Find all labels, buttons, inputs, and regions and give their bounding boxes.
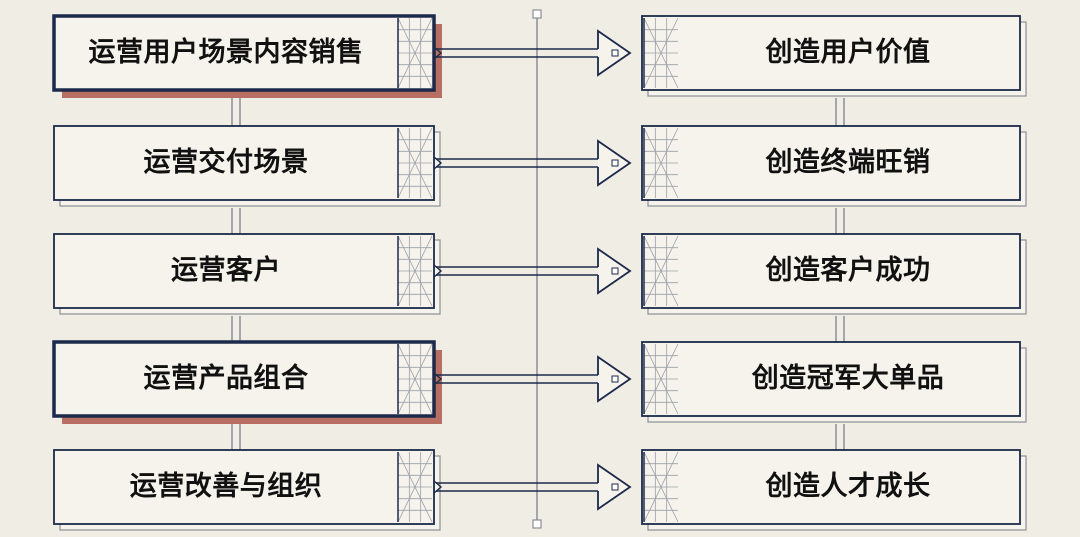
right-box-5-frame xyxy=(641,449,1021,525)
left-box-4-grid-panel-diag-b xyxy=(397,343,433,415)
left-box-1-label: 运营用户场景内容销售 xyxy=(88,37,364,68)
connector-arrow-1 xyxy=(433,29,632,77)
left-box-3-frame xyxy=(53,233,435,309)
left-box-3 xyxy=(53,233,441,315)
arrow-tail-chevron xyxy=(433,480,443,494)
left-box-5-grid-panel-diag-b xyxy=(397,451,433,523)
left-box-4 xyxy=(52,340,442,424)
left-box-5-frame xyxy=(53,449,435,525)
left-box-4-frame xyxy=(52,340,436,418)
arrow-tail-chevron xyxy=(433,46,443,60)
left-box-3-label: 运营客户 xyxy=(171,255,281,286)
connector-arrow-3 xyxy=(433,247,632,295)
left-box-4-label: 运营产品组合 xyxy=(143,363,309,394)
left-box-1 xyxy=(52,14,442,98)
left-box-1-grid-panel xyxy=(397,17,433,89)
right-box-3-grid-panel xyxy=(643,235,679,307)
right-box-5 xyxy=(641,449,1027,531)
right-box-5-label: 创造人才成长 xyxy=(765,471,931,502)
left-box-1-frame xyxy=(52,14,436,92)
right-box-1-grid-panel xyxy=(643,17,679,89)
left-box-5-label: 运营改善与组织 xyxy=(129,471,323,502)
connector-arrow-2 xyxy=(433,139,632,187)
arrow-node xyxy=(611,375,619,383)
left-box-5 xyxy=(53,449,441,531)
right-box-2-grid-panel-diag-b xyxy=(643,127,679,199)
right-box-2 xyxy=(641,125,1027,207)
right-box-1 xyxy=(641,15,1027,97)
right-box-5-grid-panel xyxy=(643,451,679,523)
arrow-tail-chevron xyxy=(433,156,443,170)
connector-arrow-5 xyxy=(433,463,632,511)
left-box-1-grid-panel-diag-b xyxy=(397,17,433,89)
right-box-3 xyxy=(641,233,1027,315)
left-box-3-grid-panel xyxy=(397,235,433,307)
arrow-node xyxy=(611,49,619,57)
right-box-4-grid-panel-diag-b xyxy=(643,343,679,415)
right-box-4-frame xyxy=(641,341,1021,417)
arrow-node xyxy=(611,267,619,275)
arrow-tail-chevron xyxy=(433,372,443,386)
right-box-2-label: 创造终端旺销 xyxy=(765,147,931,178)
right-box-2-grid-panel xyxy=(643,127,679,199)
right-box-2-frame xyxy=(641,125,1021,201)
left-box-5-grid-panel xyxy=(397,451,433,523)
right-box-1-label: 创造用户价值 xyxy=(765,37,931,68)
spine-cap-top xyxy=(532,9,542,19)
left-box-2-label: 运营交付场景 xyxy=(143,147,309,178)
right-box-1-grid-panel-diag-b xyxy=(643,17,679,89)
right-box-3-label: 创造客户成功 xyxy=(765,255,931,286)
arrow-node xyxy=(611,159,619,167)
right-box-4 xyxy=(641,341,1027,423)
right-box-3-grid-panel-diag-b xyxy=(643,235,679,307)
left-box-3-grid-panel-diag-b xyxy=(397,235,433,307)
right-box-5-grid-panel-diag-b xyxy=(643,451,679,523)
right-box-4-grid-panel xyxy=(643,343,679,415)
right-box-4-label: 创造冠军大单品 xyxy=(751,363,945,394)
left-box-4-grid-panel xyxy=(397,343,433,415)
right-box-1-frame xyxy=(641,15,1021,91)
connector-arrow-4 xyxy=(433,355,632,403)
arrow-node xyxy=(611,483,619,491)
arrow-tail-chevron xyxy=(433,264,443,278)
spine-cap-bottom xyxy=(532,519,542,529)
left-box-2 xyxy=(53,125,441,207)
right-box-3-frame xyxy=(641,233,1021,309)
left-box-2-grid-panel xyxy=(397,127,433,199)
left-box-2-frame xyxy=(53,125,435,201)
left-box-2-grid-panel-diag-b xyxy=(397,127,433,199)
